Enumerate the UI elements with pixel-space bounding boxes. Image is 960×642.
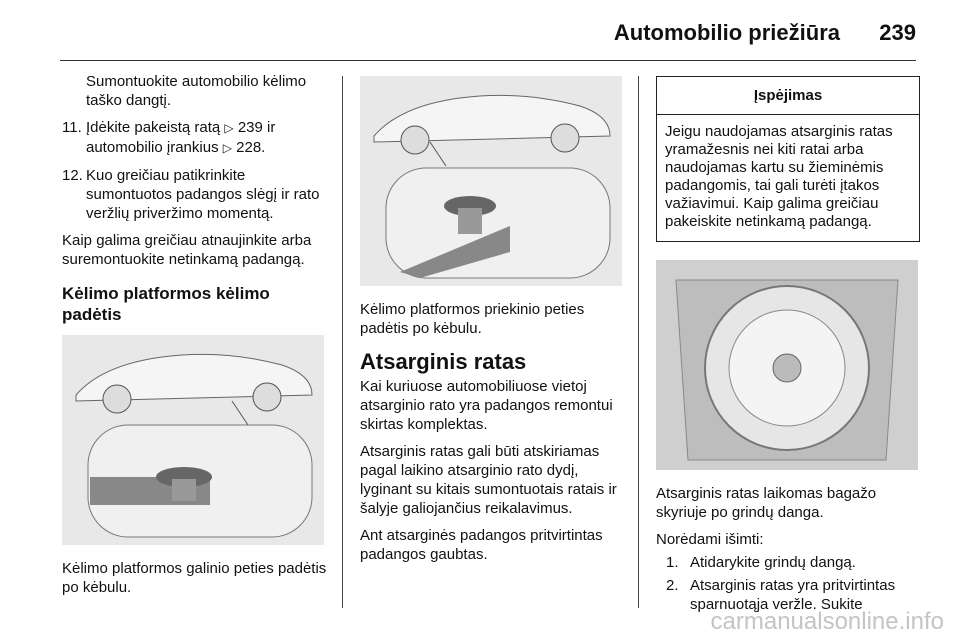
list-item: 12. Kuo greičiau patikrinkite sumontuoto… bbox=[62, 167, 320, 222]
column-1: Sumontuokite automobilio kėlimo taško da… bbox=[62, 72, 330, 605]
body-paragraph: Atsarginis ratas laikomas bagažo skyriuj… bbox=[656, 485, 877, 521]
list-item: 1. Atidarykite grindų dangą. bbox=[666, 554, 856, 571]
spare-wheel-illustration bbox=[656, 260, 918, 470]
reference-arrow-icon: ▷ bbox=[224, 121, 234, 135]
body-paragraph: Kaip galima greičiau atnaujinkite arba s… bbox=[62, 232, 312, 268]
warning-title: Įspėjimas bbox=[657, 77, 919, 115]
continuation-text: Sumontuokite automobilio kėlimo taško da… bbox=[86, 73, 307, 109]
page-header: Automobilio priežiūra 239 bbox=[0, 0, 960, 61]
list-item: 11. Įdėkite pakeistą ratą ▷ 239 ir autom… bbox=[62, 119, 276, 156]
page-title: Automobilio priežiūra bbox=[613, 20, 840, 45]
rear-lift-point-illustration bbox=[62, 335, 324, 545]
body-paragraph: Norėdami išimti: bbox=[656, 531, 764, 548]
section-heading: Kėlimo platformos kėlimo padėtis bbox=[62, 284, 270, 324]
body-paragraph: Atsarginis ratas gali būti atskiriamas p… bbox=[360, 443, 617, 517]
reference-arrow-icon: ▷ bbox=[222, 141, 232, 155]
car-lift-diagram bbox=[373, 94, 611, 279]
body-paragraph: Ant atsarginės padangos pritvirtintas pa… bbox=[360, 527, 603, 563]
column-divider-2 bbox=[638, 76, 639, 608]
list-item: 2. Atsarginis ratas yra pritvirtintas sp… bbox=[666, 577, 896, 613]
column-3: Įspėjimas Jeigu naudojamas atsarginis ra… bbox=[656, 72, 920, 622]
section-heading: Atsarginis ratas bbox=[360, 349, 527, 374]
car-lift-diagram bbox=[75, 353, 313, 538]
page-number: 239 bbox=[879, 20, 916, 45]
figure-caption: Kėlimo platformos galinio peties padėtis… bbox=[62, 560, 327, 596]
body-paragraph: Kai kuriuose automobiliuose vietoj atsar… bbox=[360, 378, 613, 433]
column-2: Kėlimo platformos priekinio peties padėt… bbox=[360, 72, 622, 572]
header-divider bbox=[60, 60, 916, 61]
spare-wheel-diagram bbox=[656, 260, 918, 470]
front-lift-point-illustration bbox=[360, 76, 622, 286]
warning-text: Jeigu naudojamas atsarginis ratas yramaž… bbox=[665, 123, 893, 230]
figure-caption: Kėlimo platformos priekinio peties padėt… bbox=[360, 301, 585, 337]
watermark: carmanualsonline.info bbox=[710, 608, 944, 635]
warning-box: Įspėjimas Jeigu naudojamas atsarginis ra… bbox=[656, 76, 920, 242]
column-divider-1 bbox=[342, 76, 343, 608]
